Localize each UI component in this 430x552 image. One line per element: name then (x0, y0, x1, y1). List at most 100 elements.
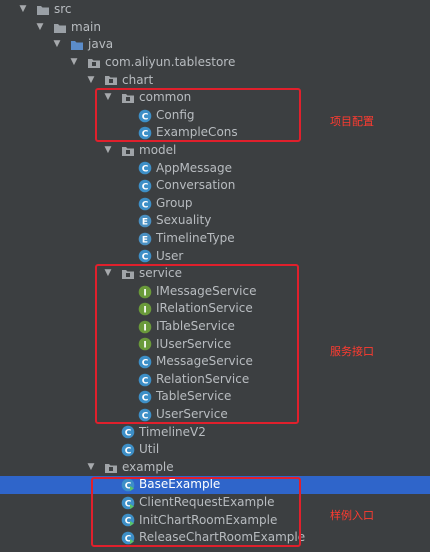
tree-row[interactable]: C ReleaseChartRoomExample (0, 529, 430, 547)
tree-item-label: AppMessage (156, 160, 233, 175)
tree-item-label: Sexuality (156, 213, 212, 228)
expand-arrow-icon[interactable]: ▼ (36, 21, 44, 32)
interface-icon: I (138, 337, 152, 351)
svg-text:C: C (142, 200, 149, 210)
expand-arrow-icon[interactable]: ▼ (19, 4, 27, 15)
runnable-class-icon: C (121, 496, 135, 510)
tree-item-label: RelationService (156, 371, 250, 386)
tree-row[interactable]: ▼ chart (0, 71, 430, 89)
svg-text:C: C (142, 376, 149, 386)
tree-row[interactable]: C ClientRequestExample (0, 494, 430, 512)
svg-text:C: C (142, 165, 149, 175)
expand-arrow-icon[interactable]: ▼ (87, 461, 95, 472)
svg-text:C: C (142, 129, 149, 139)
expand-arrow-icon[interactable]: ▼ (104, 92, 112, 103)
tree-row[interactable]: ▼ com.aliyun.tablestore (0, 54, 430, 72)
tree-item-label: IRelationService (156, 301, 253, 316)
expand-arrow-icon[interactable]: ▼ (104, 268, 112, 279)
tree-item-label: Config (156, 107, 195, 122)
svg-text:I: I (143, 341, 146, 351)
class-icon: C (121, 443, 135, 457)
tree-item-label: ITableService (156, 319, 235, 334)
source-folder-icon (70, 38, 84, 52)
tree-item-label: User (156, 248, 184, 263)
tree-item-label: IMessageService (156, 283, 257, 298)
tree-row[interactable]: E Sexuality (0, 212, 430, 230)
svg-text:C: C (125, 429, 132, 439)
expand-arrow-icon[interactable]: ▼ (87, 74, 95, 85)
svg-text:E: E (142, 217, 148, 227)
expand-arrow-icon[interactable]: ▼ (70, 57, 78, 68)
svg-text:C: C (125, 517, 132, 527)
tree-row[interactable]: ▼service (0, 265, 430, 283)
tree-row[interactable]: I ITableService (0, 318, 430, 336)
svg-text:C: C (125, 481, 132, 491)
tree-item-label: ClientRequestExample (139, 495, 275, 510)
class-icon: C (138, 109, 152, 123)
tree-item-label: src (54, 2, 72, 17)
tree-row[interactable]: C User (0, 247, 430, 265)
interface-icon: I (138, 302, 152, 316)
tree-row[interactable]: C AppMessage (0, 159, 430, 177)
example-annotation: 样例入口 (330, 509, 374, 522)
tree-item-label: main (71, 19, 101, 34)
tree-row[interactable]: I IRelationService (0, 300, 430, 318)
tree-row[interactable]: ▼ src (0, 1, 430, 19)
tree-row[interactable]: ▼ java (0, 36, 430, 54)
tree-row[interactable]: ▼ main (0, 19, 430, 37)
tree-item-label: TimelineType (156, 231, 235, 246)
tree-item-label: Group (156, 195, 193, 210)
tree-row[interactable]: C Group (0, 195, 430, 213)
package-icon (104, 461, 118, 475)
runnable-class-icon: C (121, 531, 135, 545)
tree-item-label: ReleaseChartRoomExample (139, 530, 306, 545)
tree-row[interactable]: C TimelineV2 (0, 423, 430, 441)
class-icon: C (138, 126, 152, 140)
runnable-class-icon: C (121, 478, 135, 492)
expand-arrow-icon[interactable]: ▼ (53, 39, 61, 50)
tree-row[interactable]: ▼ model (0, 142, 430, 160)
folder-icon (53, 21, 67, 35)
tree-row[interactable]: C Config (0, 107, 430, 125)
tree-item-label: Conversation (156, 178, 236, 193)
config-highlight-box (95, 88, 301, 142)
tree-item-label: common (139, 90, 192, 105)
example-highlight-box (91, 477, 301, 547)
tree-row[interactable]: ▼example (0, 459, 430, 477)
config-annotation: 项目配置 (330, 115, 374, 128)
tree-row[interactable]: C Conversation (0, 177, 430, 195)
svg-text:C: C (142, 253, 149, 263)
tree-row[interactable]: C BaseExample (0, 476, 430, 494)
tree-row[interactable]: C RelationService (0, 371, 430, 389)
tree-item-label: model (139, 143, 177, 158)
tree-item-label: chart (122, 72, 154, 87)
tree-item-label: java (88, 37, 114, 52)
tree-item-label: com.aliyun.tablestore (105, 55, 236, 70)
package-icon (104, 73, 118, 87)
expand-arrow-icon[interactable]: ▼ (104, 145, 112, 156)
tree-item-label: BaseExample (139, 477, 221, 492)
enum-icon: E (138, 232, 152, 246)
tree-item-label: UserService (156, 407, 228, 422)
svg-text:C: C (142, 112, 149, 122)
svg-text:I: I (143, 288, 146, 298)
tree-row[interactable]: I IMessageService (0, 283, 430, 301)
tree-row[interactable]: ▼ common (0, 89, 430, 107)
svg-text:C: C (142, 358, 149, 368)
class-icon: C (121, 425, 135, 439)
interface-icon: I (138, 320, 152, 334)
tree-row[interactable]: E TimelineType (0, 230, 430, 248)
tree-item-label: TableService (156, 389, 232, 404)
folder-icon (36, 3, 50, 17)
tree-item-label: TimelineV2 (139, 424, 206, 439)
svg-text:C: C (142, 182, 149, 192)
service-annotation: 服务接口 (330, 345, 374, 358)
enum-icon: E (138, 214, 152, 228)
